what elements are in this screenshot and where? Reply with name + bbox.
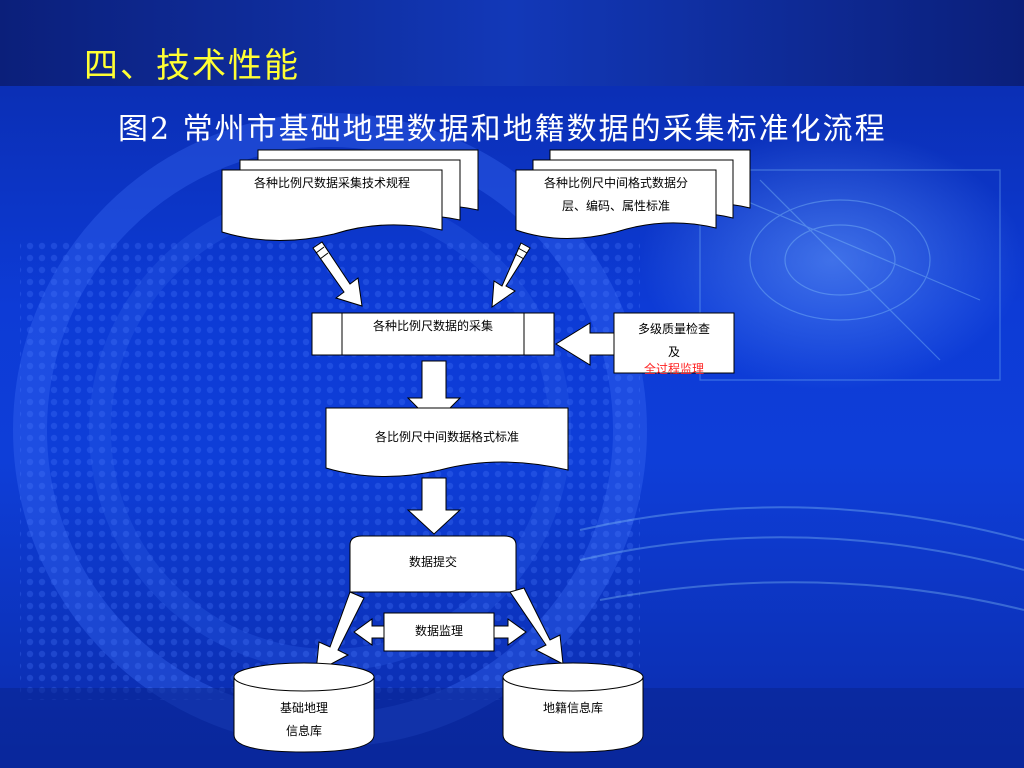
doc-right-label: 各种比例尺中间格式数据分 层、编码、属性标准 [516, 172, 716, 218]
quality-label-line1: 多级质量检查 [637, 322, 710, 336]
arrow-standard-to-submit [406, 477, 462, 535]
doc-right-label-line1: 各种比例尺中间格式数据分 [543, 176, 688, 190]
arrow-left-doc-to-collect [312, 241, 363, 307]
title-band [0, 0, 1024, 86]
submit-shape [349, 535, 517, 593]
quality-box-shape [613, 312, 735, 374]
figure-caption: 图2 常州市基础地理数据和地籍数据的采集标准化流程 [118, 112, 887, 147]
arrow-submit-to-cadastral-db [509, 587, 564, 665]
quality-label-line2: 及 [667, 345, 680, 359]
cadastral-db-cylinder [502, 662, 644, 753]
doc-right-shape [515, 149, 751, 240]
basic-db-cylinder [233, 662, 375, 753]
arrow-submit-to-basic-db [315, 591, 365, 673]
arrow-right-doc-to-collect [491, 242, 531, 309]
data-supervision-label: 数据监理 [414, 624, 463, 638]
doc-left-shape [221, 149, 479, 242]
doc-left-label: 各种比例尺数据采集技术规程 [253, 176, 410, 190]
arrow-quality-to-collect [555, 322, 615, 366]
basic-db-label: 基础地理 信息库 [234, 697, 374, 743]
data-submit-label: 数据提交 [408, 555, 457, 569]
supervision-box-shape [383, 612, 495, 652]
basic-db-label-line1: 基础地理 [279, 701, 328, 715]
intermediate-standard-label: 各比例尺中间数据格式标准 [374, 430, 519, 444]
doc-right-label-line2: 层、编码、属性标准 [561, 199, 670, 213]
collect-process-label: 各种比例尺数据的采集 [372, 319, 493, 333]
cadastral-db-label: 地籍信息库 [542, 701, 603, 715]
collect-process-shape [311, 312, 555, 356]
standard-doc-shape [325, 407, 569, 478]
quality-label: 多级质量检查 及 全过程监理 [614, 318, 734, 381]
quality-label-line3: 全过程监理 [643, 362, 704, 376]
basic-db-label-line2: 信息库 [285, 724, 322, 738]
slide-title: 四、技术性能 [84, 46, 300, 86]
